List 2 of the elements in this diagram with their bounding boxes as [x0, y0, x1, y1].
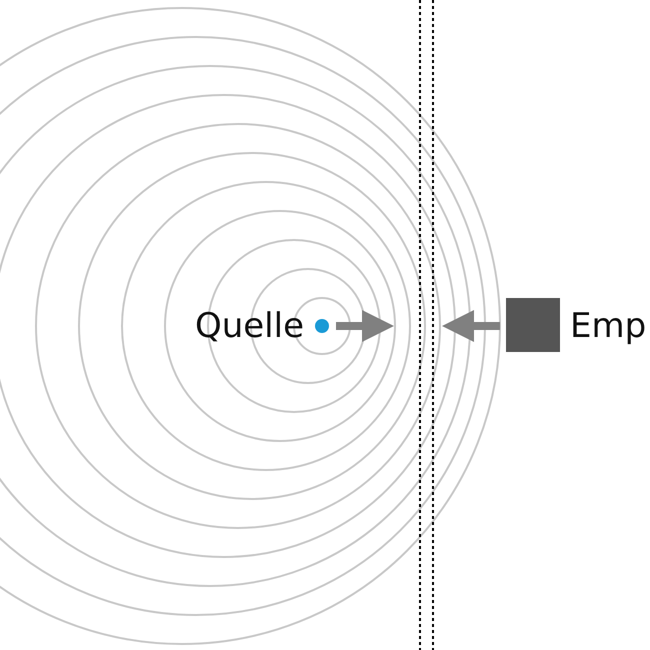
- source-label: Quelle: [194, 309, 304, 343]
- receiver-label: Emp: [570, 309, 646, 343]
